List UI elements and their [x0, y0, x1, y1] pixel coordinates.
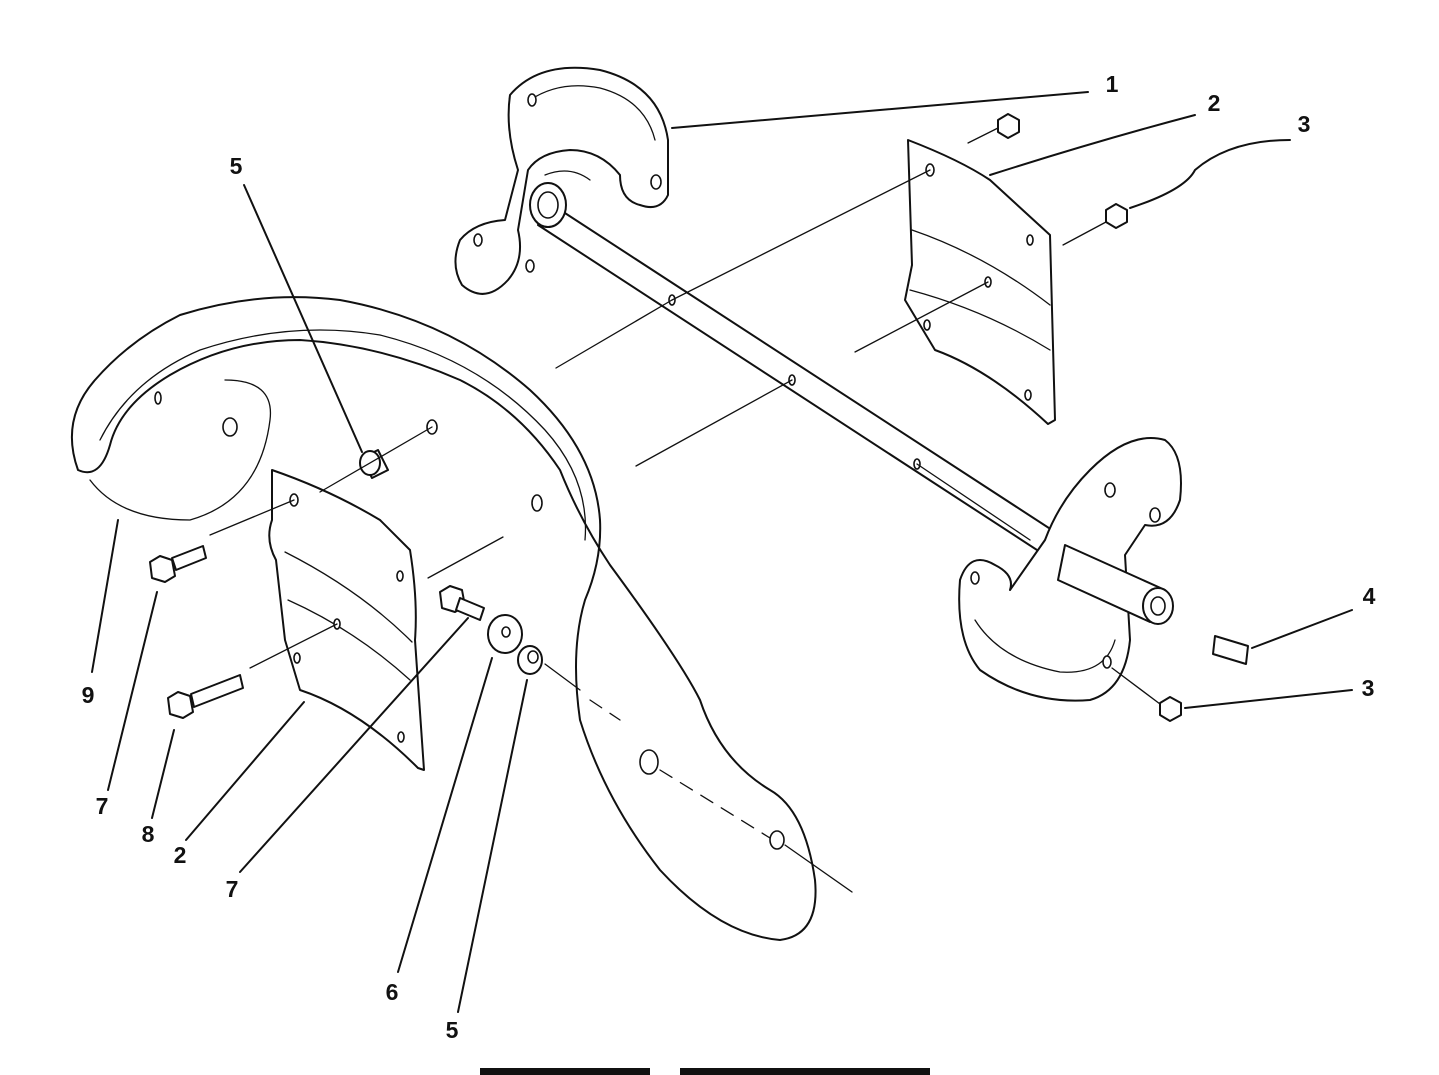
hex-nut-top [997, 113, 1020, 139]
auger-spiral-blade [70, 296, 817, 941]
callout-leader-lines [91, 91, 1353, 1013]
rubber-paddle-lower [268, 469, 425, 771]
auger-housing-right-end [958, 437, 1182, 702]
callout-5-lower: 5 [446, 1017, 459, 1043]
long-bolt [167, 674, 244, 719]
short-bolt-middle [439, 585, 485, 621]
hex-nut-lower [1159, 696, 1182, 722]
callout-7-left: 7 [96, 793, 109, 819]
callout-4: 4 [1363, 583, 1376, 609]
callout-3-upper: 3 [1298, 111, 1311, 137]
short-bolt-left [149, 545, 207, 583]
callout-2-upper: 2 [1208, 90, 1221, 116]
hex-nut-upper [1105, 203, 1128, 229]
callout-7-middle: 7 [226, 876, 239, 902]
callout-2-lower: 2 [174, 842, 187, 868]
hardware-parts [149, 113, 1249, 722]
callout-labels: 1 2 3 4 3 5 9 7 8 2 7 6 5 [82, 71, 1376, 1043]
rubber-paddle-upper [904, 139, 1056, 425]
assembly-alignment-lines [209, 127, 1161, 893]
callout-9: 9 [82, 682, 95, 708]
callout-8: 8 [142, 821, 155, 847]
auger-shaft [529, 182, 1076, 566]
callout-5-upper: 5 [230, 153, 243, 179]
callout-6: 6 [386, 979, 399, 1005]
callout-1: 1 [1106, 71, 1119, 97]
auger-housing-left-end [454, 66, 669, 295]
callout-3-lower: 3 [1362, 675, 1375, 701]
cropped-footer-fragments [480, 1068, 930, 1075]
shaft-key [1212, 635, 1249, 665]
